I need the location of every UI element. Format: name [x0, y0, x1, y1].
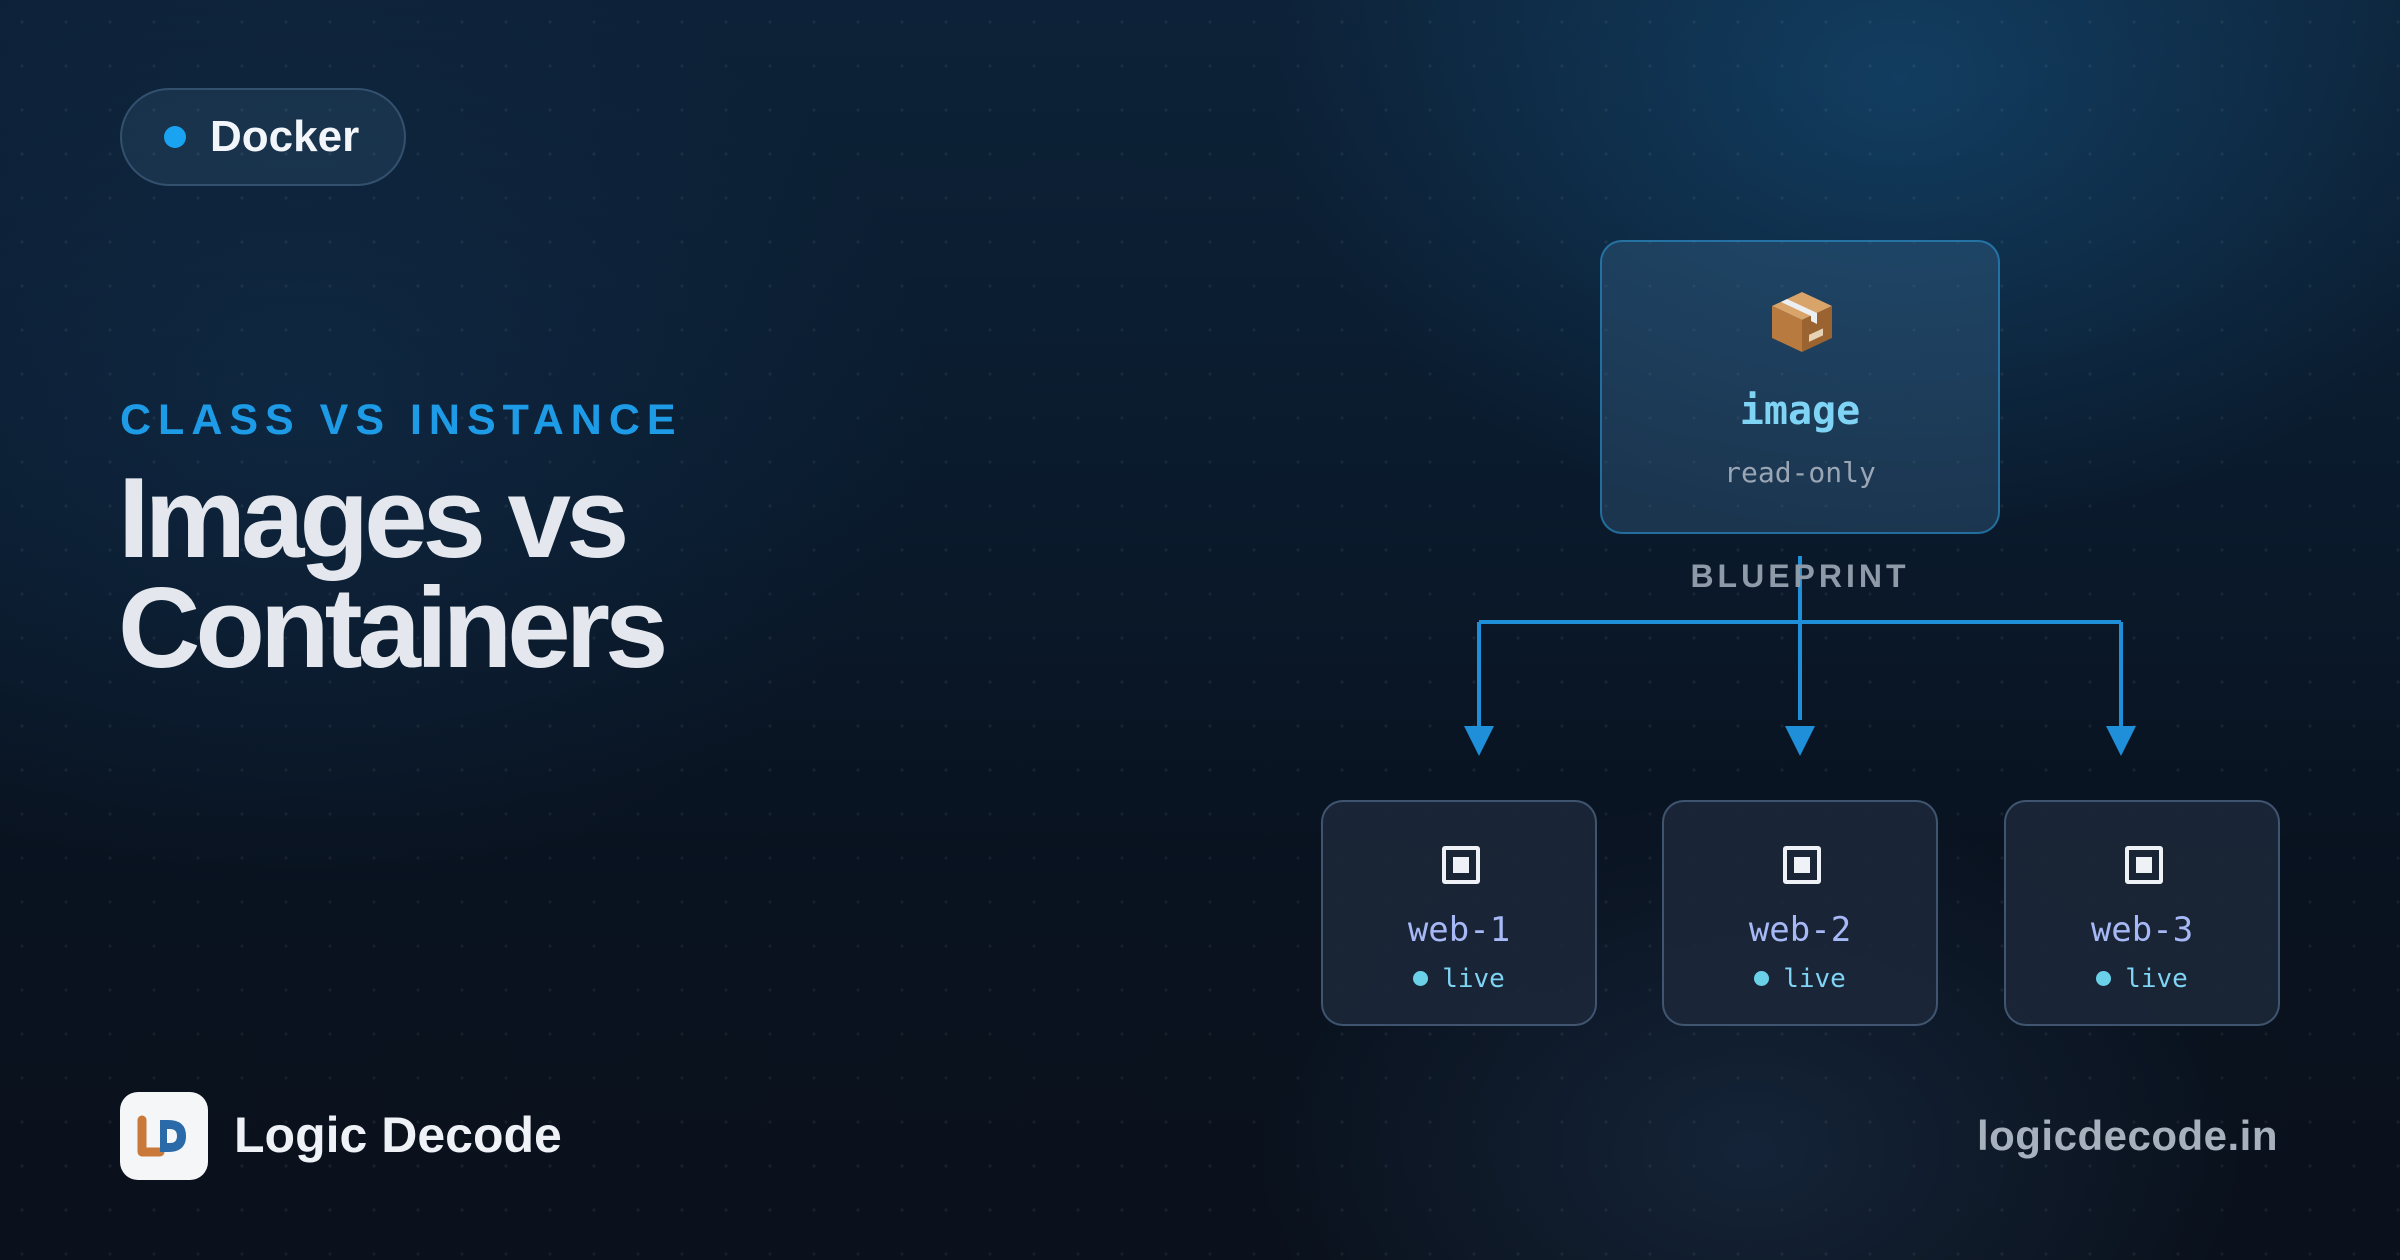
blueprint-label: BLUEPRINT — [1690, 558, 1910, 594]
eyebrow-heading: CLASS VS INSTANCE — [120, 396, 683, 444]
container-name: web-3 — [2090, 910, 2194, 950]
title-line-2: Containers — [118, 565, 668, 692]
image-node-name: image — [1739, 388, 1861, 434]
image-node-subtitle: read-only — [1724, 456, 1876, 489]
logic-decode-logo-icon — [120, 1092, 208, 1180]
container-node-web-2: web-2 live — [1662, 800, 1938, 1026]
container-status-label: live — [1783, 964, 1846, 994]
live-status-dot-icon — [1754, 971, 1770, 986]
image-node: image read-only — [1600, 240, 2000, 534]
live-status-dot-icon — [2096, 971, 2112, 986]
brand-name: Logic Decode — [234, 1107, 562, 1163]
container-node-web-1: web-1 live — [1321, 800, 1597, 1026]
arrowhead-web-1 — [1464, 726, 1494, 756]
container-icon — [1783, 846, 1821, 884]
live-status-dot-icon — [1413, 971, 1429, 986]
page-title: Images vs Containers — [118, 455, 878, 692]
website-url: logicdecode.in — [1976, 1112, 2278, 1159]
docker-topic-badge: Docker — [120, 88, 406, 186]
badge-label: Docker — [210, 112, 360, 161]
package-box-icon — [1772, 292, 1832, 352]
container-status: live — [1664, 964, 1936, 994]
container-icon — [2125, 846, 2163, 884]
container-name: web-2 — [1748, 910, 1852, 950]
container-node-web-3: web-3 live — [2004, 800, 2280, 1026]
container-status-label: live — [2125, 964, 2188, 994]
container-name: web-1 — [1407, 910, 1511, 950]
container-status: live — [2006, 964, 2278, 994]
arrowhead-web-2 — [1785, 726, 1815, 756]
arrowhead-web-3 — [2106, 726, 2136, 756]
container-status: live — [1323, 964, 1595, 994]
badge-dot-icon — [164, 126, 186, 148]
container-status-label: live — [1442, 964, 1505, 994]
container-icon — [1442, 846, 1480, 884]
title-line-1: Images vs — [118, 455, 629, 582]
